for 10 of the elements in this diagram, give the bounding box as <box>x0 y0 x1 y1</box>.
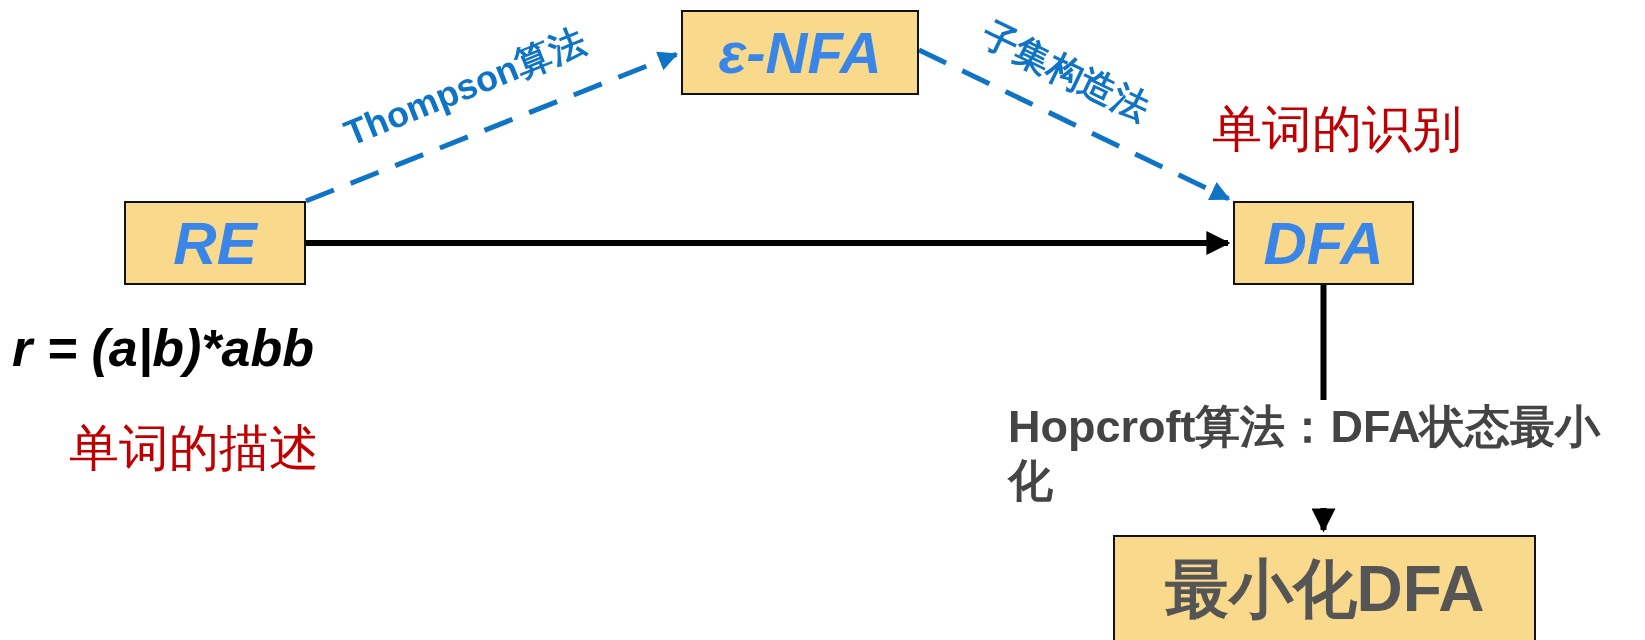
note-text: 单词的识别 <box>1212 100 1462 159</box>
formula-text: r = (a|b)*abb <box>12 318 315 378</box>
process-box: RE <box>124 201 306 285</box>
process-box: DFA <box>1233 201 1414 285</box>
note-text: 单词的描述 <box>69 419 319 478</box>
arrow <box>305 51 679 204</box>
edge-label: 子集构造法 <box>974 12 1157 131</box>
process-box: ε-NFA <box>681 10 919 95</box>
process-box: 最小化DFA <box>1113 535 1536 640</box>
arrow <box>306 231 1231 255</box>
